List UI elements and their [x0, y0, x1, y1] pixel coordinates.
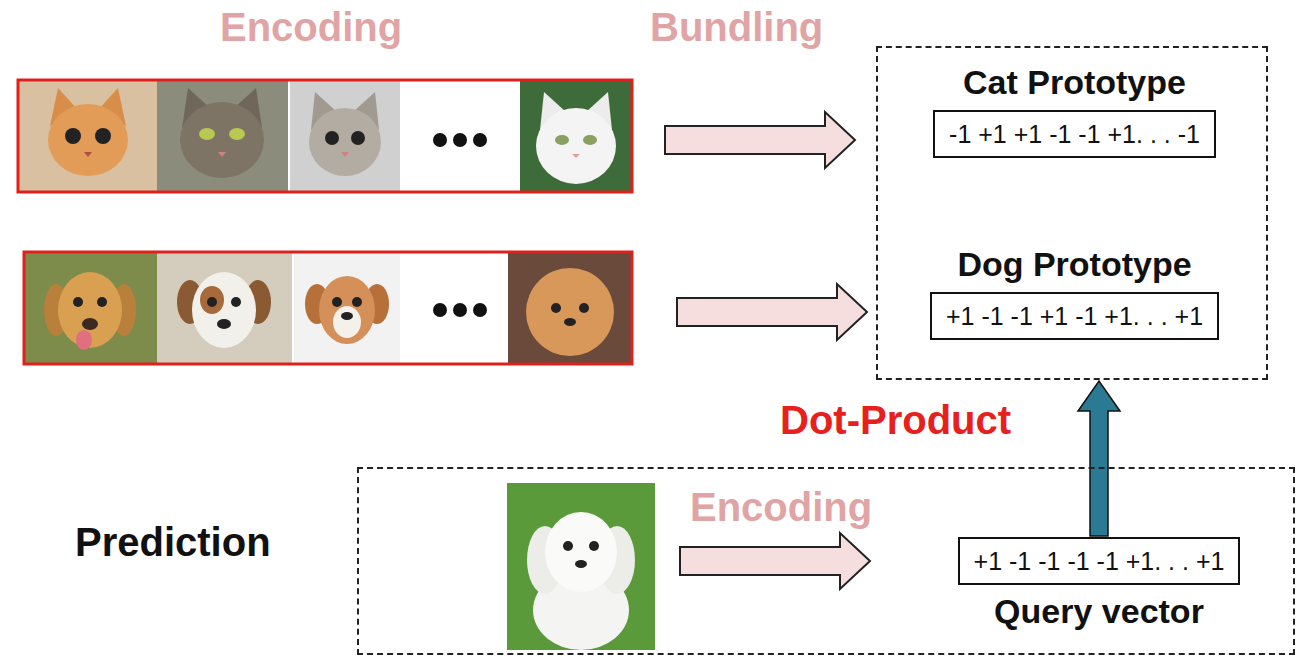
block-arrow-connector: [1078, 381, 1120, 536]
block-arrow: [677, 284, 867, 340]
stage-label: Encoding: [690, 484, 872, 530]
stage-label: Encoding: [220, 4, 402, 50]
vector-heading: Query vector: [912, 591, 1286, 631]
vector-node: Cat Prototype -1 +1 +1 -1 -1 +1. . . -1: [888, 62, 1261, 158]
edge-label: Dot-Product: [780, 397, 1011, 443]
stage-label: Bundling: [650, 4, 823, 50]
query-dog-photo: [507, 483, 655, 650]
vector-box: +1 -1 -1 +1 -1 +1. . . +1: [930, 292, 1219, 340]
vector-box: -1 +1 +1 -1 -1 +1. . . -1: [933, 110, 1216, 158]
dashed-region: Cat Prototype -1 +1 +1 -1 -1 +1. . . -1 Do…: [876, 46, 1268, 380]
vector-node: +1 -1 -1 -1 -1 +1. . . +1 Query vector: [912, 537, 1286, 631]
vector-heading: Cat Prototype: [888, 62, 1261, 102]
vector-heading: Dog Prototype: [888, 244, 1261, 284]
vector-box: +1 -1 -1 -1 -1 +1. . . +1: [958, 537, 1241, 585]
dog-photos: [24, 252, 632, 364]
block-arrow: [665, 112, 855, 168]
block-arrow: [680, 533, 870, 589]
vector-node: Dog Prototype +1 -1 -1 +1 -1 +1. . . +1: [888, 244, 1261, 340]
region-heading: Prediction: [75, 519, 271, 565]
cat-photos: [18, 80, 632, 192]
